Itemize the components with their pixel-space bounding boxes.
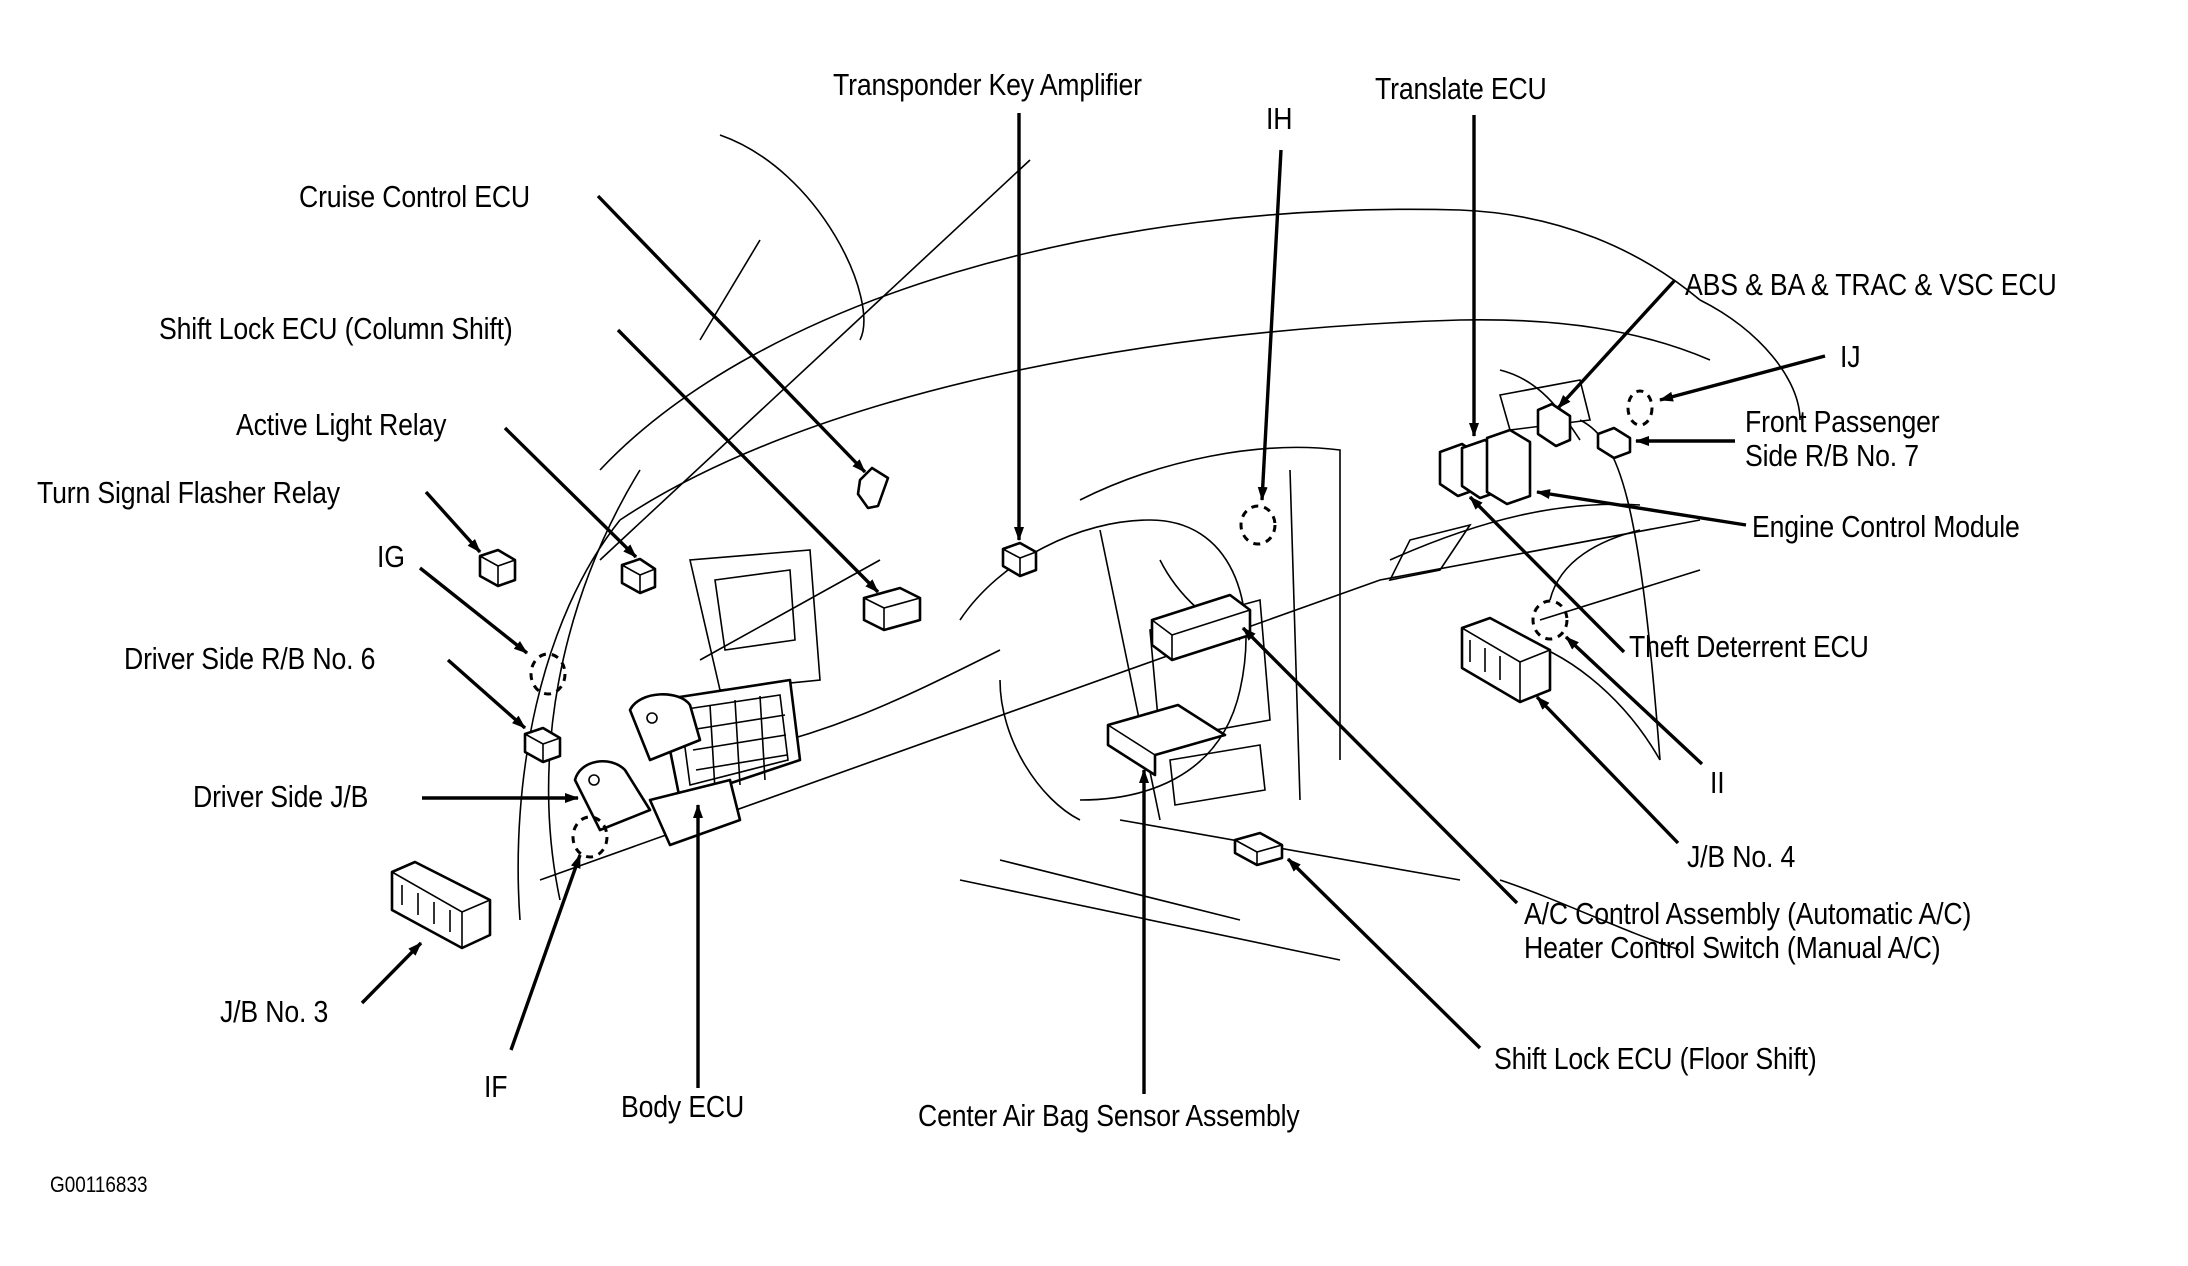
- connector-ij-circle: [1626, 389, 1654, 427]
- label-shift-lock-ecu-floor: Shift Lock ECU (Floor Shift): [1494, 1041, 1817, 1076]
- ac-control-assembly-box: [1150, 593, 1252, 662]
- connector-ih-circle: [1239, 504, 1277, 546]
- label-engine-control-module: Engine Control Module: [1752, 509, 2020, 544]
- leader-ac-control: [1241, 626, 1519, 905]
- label-center-air-bag-sensor: Center Air Bag Sensor Assembly: [918, 1098, 1300, 1133]
- label-front-passenger-rb-line1: Front Passenger: [1745, 404, 1940, 439]
- label-translate-ecu: Translate ECU: [1375, 71, 1547, 106]
- jb-no3-box: [390, 860, 492, 950]
- driver-side-jb-drawing: [573, 678, 802, 847]
- label-abs-ba-trac-vsc-ecu: ABS & BA & TRAC & VSC ECU: [1685, 267, 2057, 302]
- label-turn-signal-flasher-relay: Turn Signal Flasher Relay: [37, 475, 340, 510]
- label-front-passenger-rb: Front Passenger Side R/B No. 7: [1745, 405, 1940, 473]
- abs-ecu-box: [1536, 402, 1572, 448]
- leader-ih: [1257, 149, 1283, 501]
- shift-lock-floor-box: [1233, 831, 1284, 867]
- leader-shift-lock-floor: [1286, 857, 1482, 1050]
- connector-ig-circle: [529, 652, 567, 696]
- jb-no4-box: [1460, 616, 1552, 704]
- label-if: IF: [484, 1069, 508, 1104]
- label-shift-lock-ecu-column: Shift Lock ECU (Column Shift): [159, 311, 513, 346]
- label-cruise-control-ecu: Cruise Control ECU: [299, 179, 530, 214]
- connector-circles: [529, 389, 1654, 859]
- center-air-bag-sensor-box: [1106, 703, 1227, 777]
- label-ig: IG: [377, 539, 405, 574]
- leader-ig: [418, 566, 529, 655]
- driver-side-rb-box: [523, 726, 562, 764]
- leader-turn-signal: [424, 490, 482, 554]
- label-ac-control-assembly: A/C Control Assembly (Automatic A/C) Hea…: [1524, 897, 1971, 965]
- leader-ij: [1659, 354, 1826, 402]
- leader-abs: [1556, 278, 1677, 410]
- label-ij: IJ: [1840, 339, 1861, 374]
- transponder-amplifier-box: [1001, 541, 1038, 578]
- label-driver-side-jb: Driver Side J/B: [193, 779, 369, 814]
- leader-cruise: [596, 194, 867, 474]
- cruise-control-ecu-box: [856, 466, 890, 510]
- component-boxes: [390, 402, 1632, 950]
- figure-id: G00116833: [50, 1172, 148, 1197]
- leader-driver-rb: [446, 658, 527, 730]
- dashboard-outline: [517, 134, 1801, 961]
- turn-signal-flasher-relay-box: [478, 548, 517, 588]
- label-active-light-relay: Active Light Relay: [236, 407, 447, 442]
- front-passenger-rb-box: [1596, 426, 1632, 460]
- connector-if-circle: [571, 815, 609, 859]
- label-theft-deterrent-ecu: Theft Deterrent ECU: [1629, 629, 1869, 664]
- label-front-passenger-rb-line2: Side R/B No. 7: [1745, 438, 1919, 473]
- leader-shift-lock-column: [616, 328, 880, 594]
- leader-lines: [360, 113, 1826, 1094]
- leader-active-light: [503, 426, 638, 559]
- label-ac-control-line1: A/C Control Assembly (Automatic A/C): [1524, 896, 1972, 931]
- leader-theft: [1468, 495, 1626, 654]
- label-transponder-key-amplifier: Transponder Key Amplifier: [833, 67, 1142, 102]
- active-light-relay-box: [620, 557, 657, 595]
- leader-ecm: [1536, 489, 1747, 527]
- label-jb-no3: J/B No. 3: [220, 994, 329, 1029]
- leader-jb-no3: [360, 941, 423, 1005]
- connector-ii-circle: [1531, 599, 1569, 641]
- label-driver-side-rb-no6: Driver Side R/B No. 6: [124, 641, 376, 676]
- label-body-ecu: Body ECU: [621, 1089, 745, 1124]
- leader-if: [509, 854, 582, 1051]
- leader-ii: [1564, 635, 1704, 766]
- ecu-stack-box: [1438, 428, 1532, 506]
- label-ih: IH: [1266, 101, 1293, 136]
- shift-lock-column-box: [862, 586, 922, 632]
- leader-jb-no4: [1535, 695, 1680, 845]
- label-jb-no4: J/B No. 4: [1687, 839, 1796, 874]
- label-ii: II: [1710, 765, 1725, 800]
- label-ac-control-line2: Heater Control Switch (Manual A/C): [1524, 930, 1941, 965]
